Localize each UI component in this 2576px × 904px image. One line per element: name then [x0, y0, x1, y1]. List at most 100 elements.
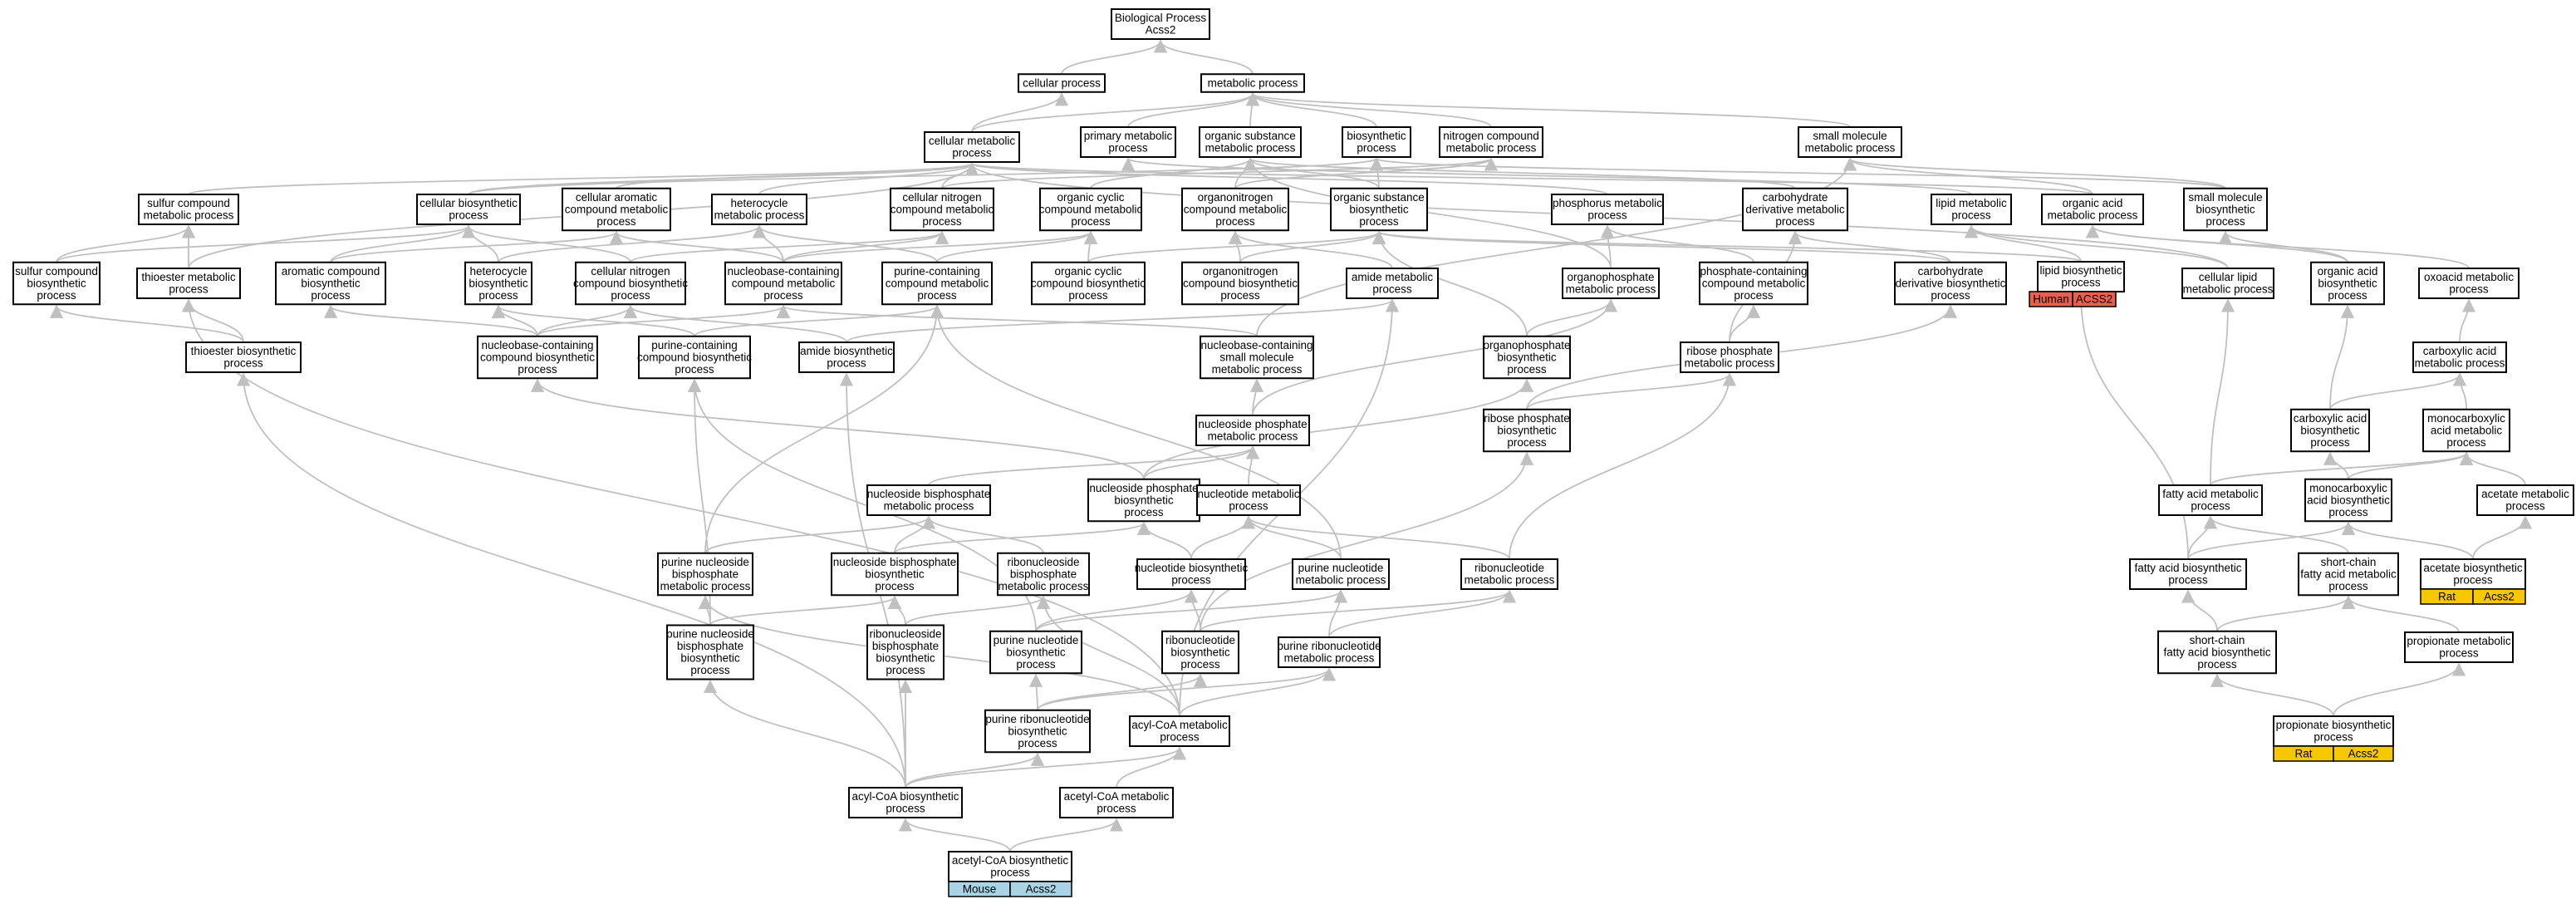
- node-label-line: metabolic process: [2183, 283, 2274, 296]
- node-label-line: acid biosynthetic: [2307, 494, 2390, 506]
- node-box: [1161, 630, 1239, 675]
- edge-cmp-to-mp: [971, 92, 1259, 133]
- node-box: [1798, 126, 1902, 158]
- go-term-cp[interactable]: cellular process: [1018, 73, 1106, 93]
- go-term-pnbbp[interactable]: purine nucleosidebisphosphatebiosyntheti…: [666, 624, 754, 680]
- node-label-line: organic acid: [2318, 265, 2378, 278]
- edge-hbp-to-hmp: [498, 224, 766, 263]
- node-label-line: derivative metabolic: [1745, 203, 1845, 215]
- node-box: [666, 624, 754, 680]
- go-term-rnbbp[interactable]: ribonucleosidebisphosphatebiosyntheticpr…: [866, 624, 945, 680]
- go-term-nbbp[interactable]: nucleoside bisphosphatebiosyntheticproce…: [831, 552, 959, 597]
- go-term-mp[interactable]: metabolic process: [1200, 73, 1305, 93]
- edge-prntmp-to-pntmp: [1328, 589, 1348, 638]
- edge-pcmp2-to-phmp: [1601, 224, 1754, 263]
- node-label-line: process: [1097, 803, 1136, 815]
- node-label-line: process: [1507, 363, 1547, 376]
- node-label-line: process: [763, 289, 803, 302]
- node-label-line: ribose phosphate: [1686, 345, 1773, 357]
- node-label-line: metabolic process: [1205, 142, 1296, 155]
- node-label-line: cellular lipid: [2199, 271, 2258, 283]
- edge-osmp-to-mp: [1245, 92, 1260, 128]
- node-box: [890, 187, 994, 232]
- node-label-line: metabolic process: [1566, 283, 1656, 296]
